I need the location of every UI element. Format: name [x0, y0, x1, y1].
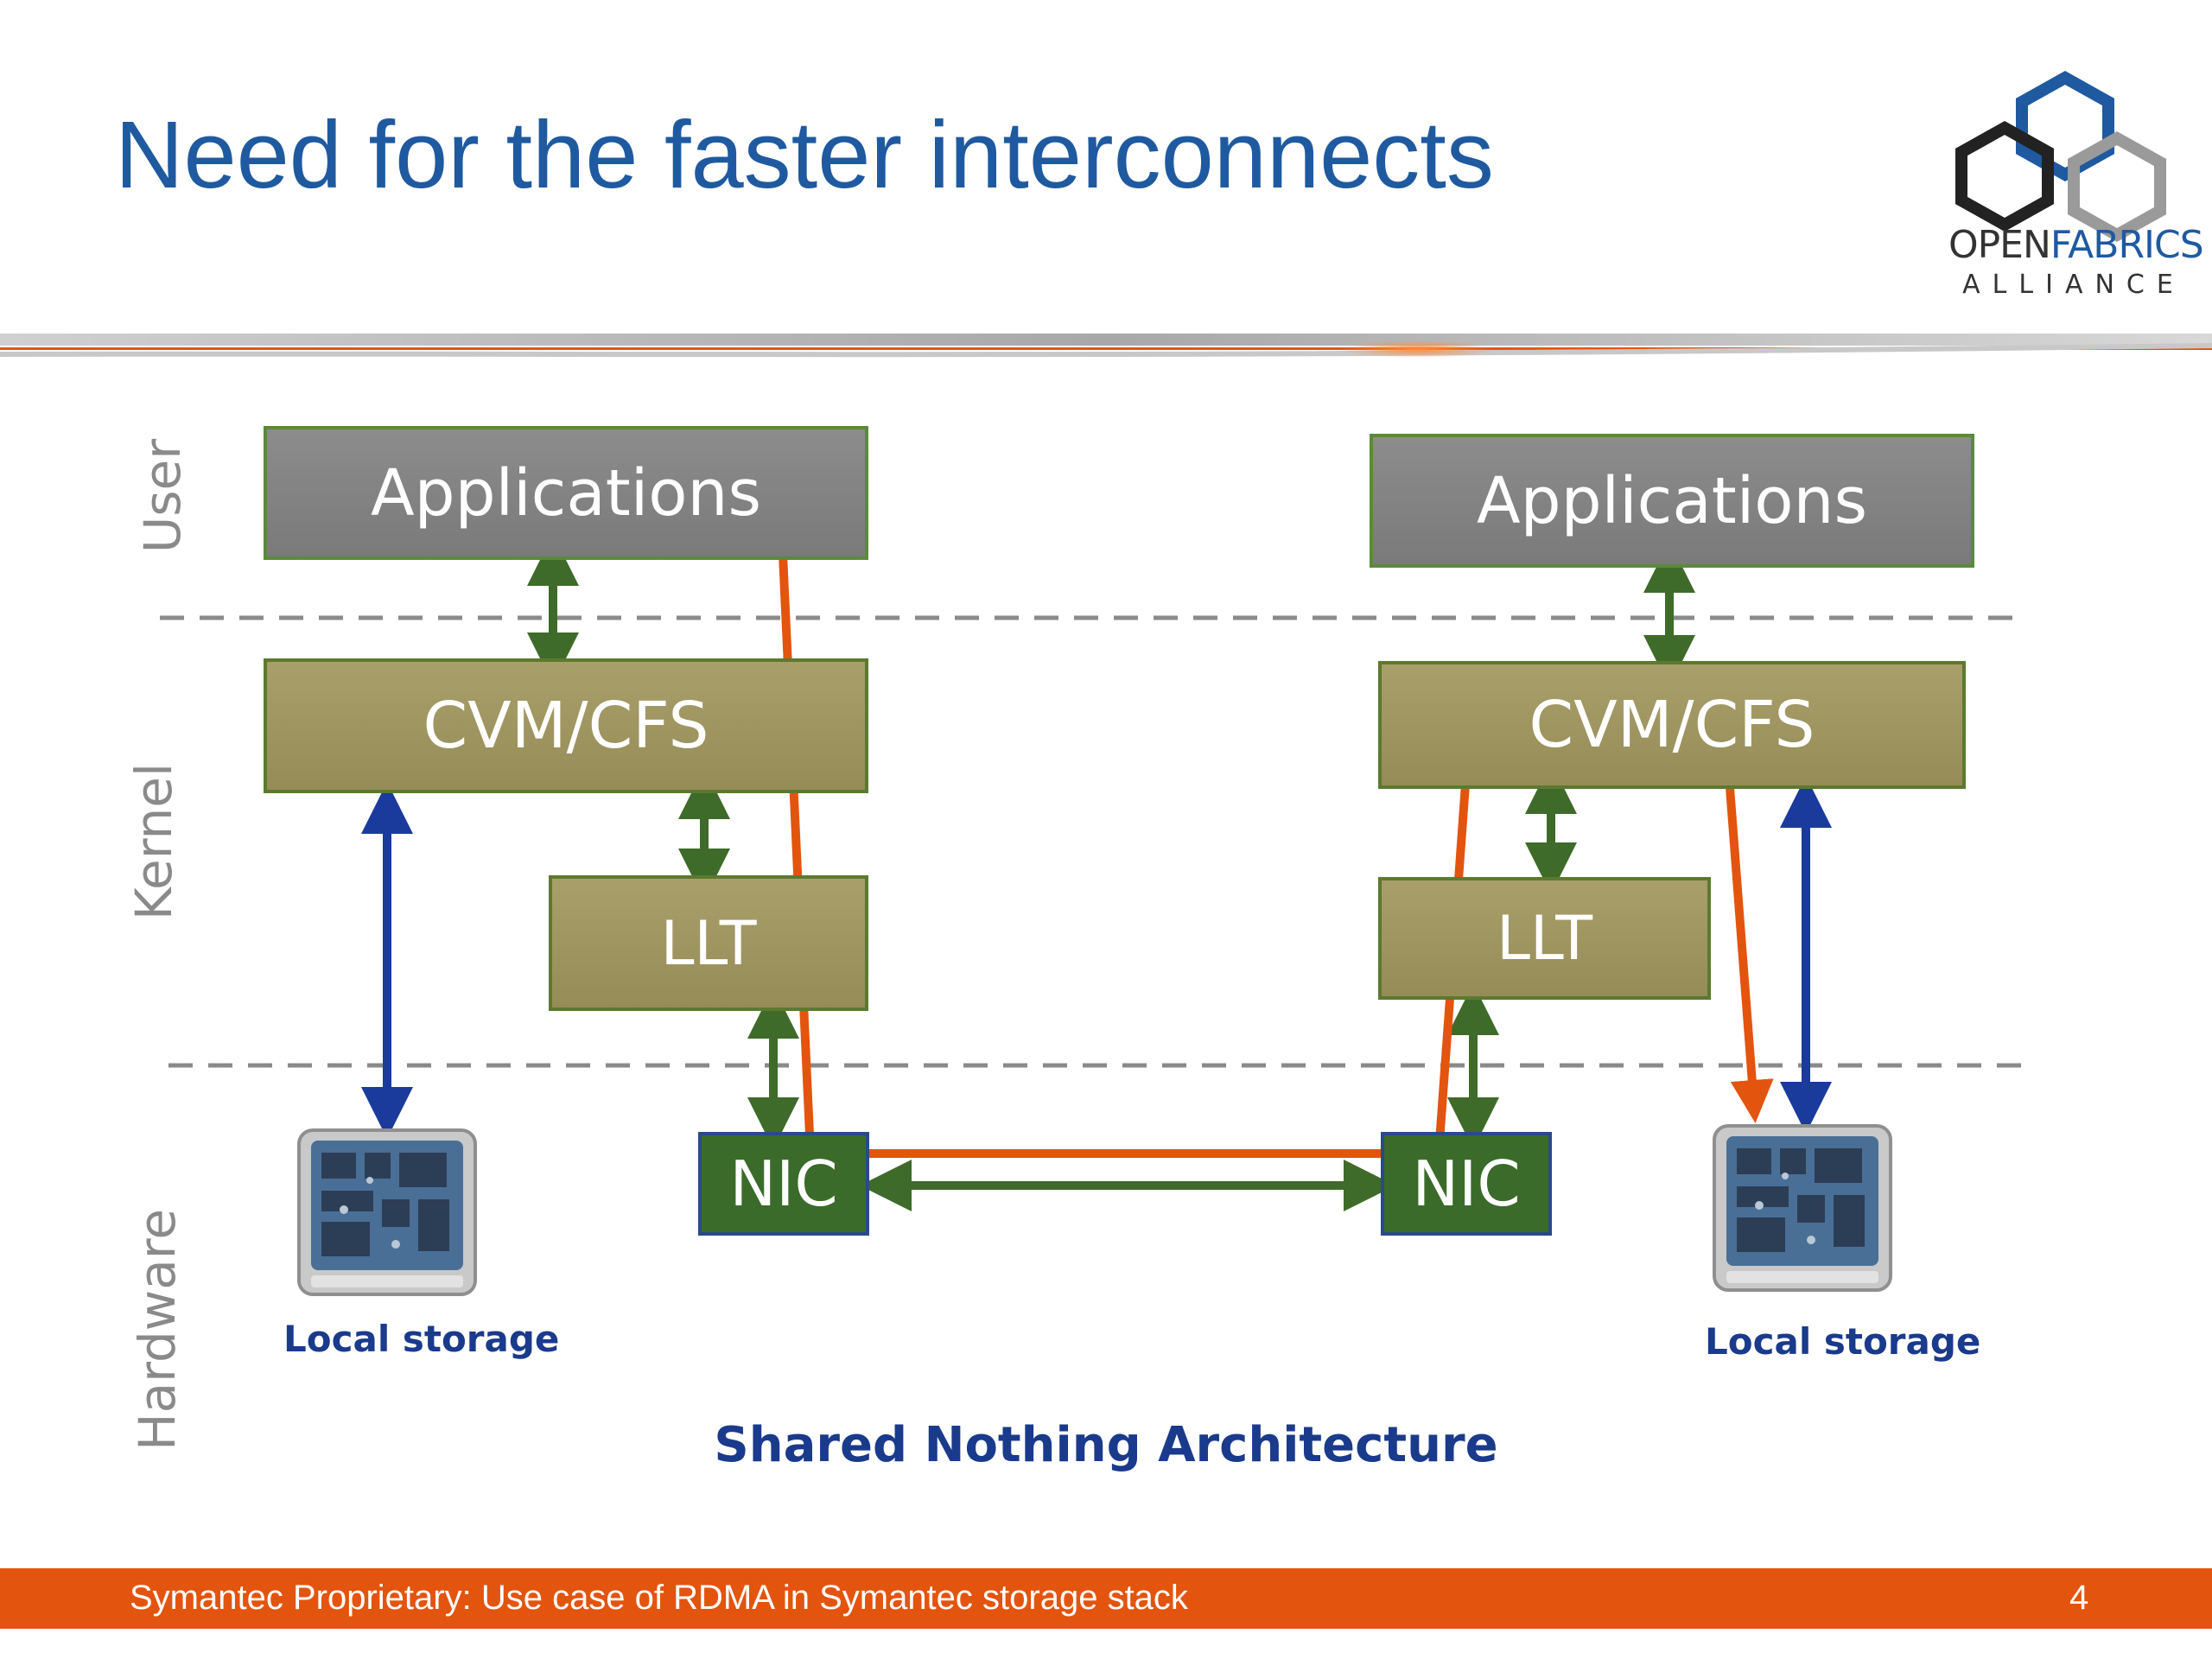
right-nic-box: NIC: [1381, 1132, 1552, 1236]
diagram-caption: Shared Nothing Architecture: [714, 1417, 1498, 1473]
logo-wordmark: OPENFABRICS: [1948, 223, 2204, 267]
header-divider: [0, 334, 2212, 358]
layer-label-user: User: [133, 438, 192, 554]
footer-bar: Symantec Proprietary: Use case of RDMA i…: [0, 1568, 2212, 1629]
page-number: 4: [2069, 1579, 2089, 1617]
slide-title: Need for the faster interconnects: [115, 102, 1494, 208]
footer-text: Symantec Proprietary: Use case of RDMA i…: [130, 1579, 1188, 1617]
layer-label-kernel: Kernel: [124, 762, 183, 921]
right-cvm-cfs-box: CVM/CFS: [1378, 661, 1966, 789]
openfabrics-logo-icon: [1955, 70, 2166, 243]
right-applications-box: Applications: [1370, 434, 1974, 568]
left-llt-box: LLT: [549, 875, 868, 1011]
left-local-storage-icon: [297, 1128, 477, 1296]
right-storage-label: Local storage: [1705, 1320, 1981, 1363]
left-nic-box: NIC: [698, 1132, 869, 1236]
logo-subtitle: ALLIANCE: [1962, 270, 2185, 300]
left-applications-box: Applications: [264, 426, 868, 560]
left-cvm-cfs-box: CVM/CFS: [264, 658, 868, 793]
right-local-storage-icon: [1713, 1124, 1892, 1292]
rdma-data-path: [778, 535, 1774, 1158]
left-storage-label: Local storage: [283, 1318, 560, 1360]
right-llt-box: LLT: [1378, 877, 1711, 1000]
